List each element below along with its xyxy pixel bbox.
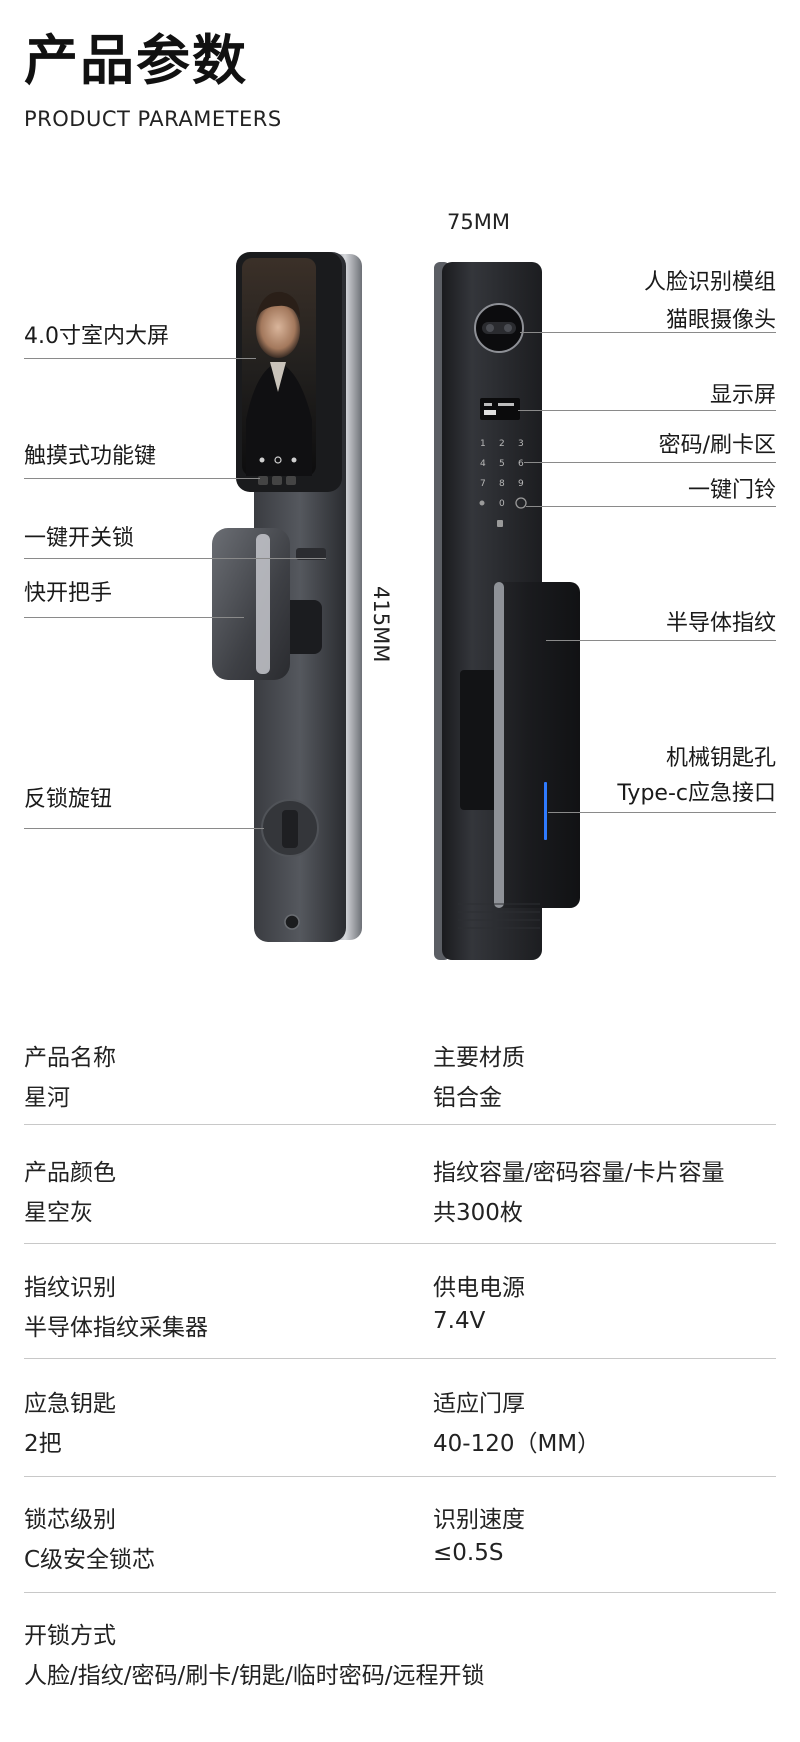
width-dimension: 75MM: [447, 210, 510, 234]
spec-divider: [24, 1592, 776, 1593]
spec-value: 2把: [24, 1431, 62, 1457]
fingerprint-indicator: [544, 782, 547, 840]
screen-face: [256, 302, 300, 358]
callout-doorbell: 一键门铃: [687, 478, 776, 503]
callout-peephole-camera: 猫眼摄像头: [665, 308, 776, 333]
inner-lock: [212, 252, 362, 942]
keypad-key: 8: [499, 479, 505, 489]
spec-value: 星河: [24, 1085, 70, 1111]
spec-divider: [24, 1358, 776, 1359]
spec-value: 共300枚: [433, 1200, 523, 1226]
spec-label: 产品颜色: [24, 1160, 116, 1186]
keypad-key: 1: [480, 439, 486, 449]
keypad-key: 0: [499, 499, 505, 509]
spec-label: 供电电源: [433, 1275, 525, 1301]
spec-divider: [24, 1243, 776, 1244]
keypad-key: 6: [518, 459, 524, 469]
spec-label: 适应门厚: [433, 1391, 525, 1417]
outer-lock: 1 2 3 4 5 6 7 8 9 0: [434, 262, 580, 960]
callout-key-hole: 机械钥匙孔: [665, 746, 776, 771]
callout-line: [24, 828, 264, 829]
quick-open-handle: [212, 528, 290, 680]
callout-typec-port: Type-c应急接口: [617, 781, 776, 806]
keypad-key: 3: [518, 439, 524, 449]
spec-label: 指纹识别: [24, 1275, 116, 1301]
spec-value: 半导体指纹采集器: [24, 1315, 208, 1341]
spec-label: 应急钥匙: [24, 1391, 116, 1417]
doorbell-icon: [515, 497, 527, 509]
spec-label: 锁芯级别: [24, 1507, 116, 1533]
spec-divider: [24, 1476, 776, 1477]
outer-handle: [494, 582, 580, 908]
keypad-key: 7: [480, 479, 486, 489]
callout-display: 显示屏: [709, 383, 776, 408]
keypad-key: 9: [518, 479, 524, 489]
outer-display: [480, 398, 520, 420]
keypad-key: 5: [499, 459, 505, 469]
spec-label: 产品名称: [24, 1045, 116, 1071]
callout-line: [24, 558, 326, 559]
callout-line: [518, 410, 776, 411]
spec-value: ≤0.5S: [433, 1540, 504, 1566]
keypad-key: 4: [480, 459, 486, 469]
spec-value: C级安全锁芯: [24, 1547, 156, 1573]
spec-label: 识别速度: [433, 1507, 525, 1533]
callout-face-module: 人脸识别模组: [643, 270, 776, 295]
callout-line: [520, 332, 776, 333]
spec-value: 40-120（MM）: [433, 1431, 601, 1457]
callout-line: [548, 812, 776, 813]
callout-indoor-screen: 4.0寸室内大屏: [24, 324, 169, 349]
callout-line: [24, 617, 244, 618]
spec-value: 铝合金: [433, 1085, 502, 1111]
callout-one-key-lock: 一键开关锁: [24, 526, 135, 551]
callout-touch-keys: 触摸式功能键: [24, 444, 157, 469]
callout-line: [24, 478, 260, 479]
spec-divider: [24, 1124, 776, 1125]
callout-anti-lock-knob: 反锁旋钮: [24, 787, 113, 812]
callout-quick-handle: 快开把手: [24, 581, 113, 606]
page-subtitle: PRODUCT PARAMETERS: [24, 107, 282, 131]
spec-value: 7.4V: [433, 1308, 486, 1334]
callout-keypad-card: 密码/刷卡区: [658, 433, 776, 458]
callout-line: [524, 462, 776, 463]
product-illustration: 1 2 3 4 5 6 7 8 9 0: [212, 252, 580, 960]
callout-line: [546, 640, 776, 641]
callout-line: [24, 358, 256, 359]
callout-fingerprint: 半导体指纹: [665, 611, 776, 636]
spec-value: 人脸/指纹/密码/刷卡/钥匙/临时密码/远程开锁: [24, 1663, 485, 1689]
keypad-key: 2: [499, 439, 505, 449]
lock-icon: [497, 520, 503, 527]
spec-label: 开锁方式: [24, 1623, 116, 1649]
page-title: 产品参数: [24, 29, 248, 92]
spec-value: 星空灰: [24, 1200, 93, 1226]
spec-label: 主要材质: [433, 1045, 525, 1071]
callout-line: [526, 506, 776, 507]
spec-label: 指纹容量/密码容量/卡片容量: [433, 1160, 725, 1186]
height-dimension: 415MM: [369, 586, 393, 663]
one-key-switch: [296, 548, 326, 560]
